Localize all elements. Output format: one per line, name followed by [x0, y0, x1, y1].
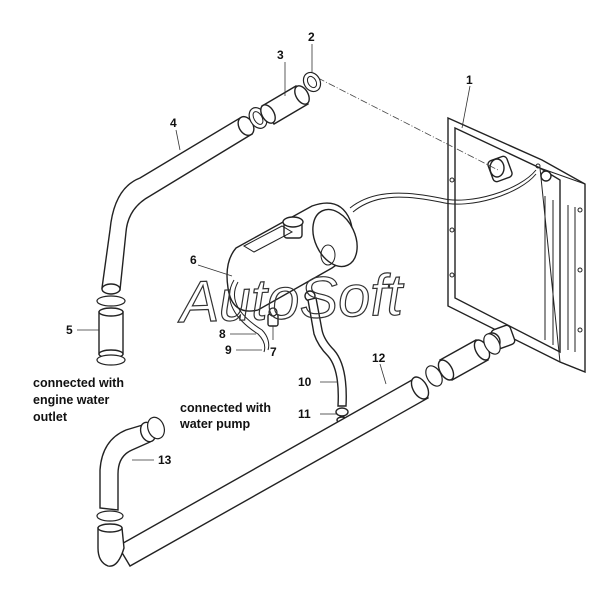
leader-lines: [77, 44, 471, 461]
short-straight-hose: [96, 295, 126, 366]
note-water-pump-line2: water pump: [179, 417, 251, 431]
lower-hose: [117, 376, 430, 567]
short-upper-hose: [260, 85, 310, 125]
part-label-8: 8: [219, 327, 226, 341]
vent-tube: [349, 169, 537, 209]
lower-short-hose: [425, 333, 501, 387]
note-water-pump-line1: connected with: [180, 401, 271, 415]
part-label-10: 10: [298, 375, 312, 389]
expansion-tank: [226, 202, 358, 312]
upper-hose: [101, 115, 255, 295]
part-label-2: 2: [308, 30, 315, 44]
watermark: AutoSoft: [176, 262, 406, 335]
part-label-11: 11: [298, 407, 311, 421]
alignment-line: [317, 77, 499, 171]
part-label-9: 9: [225, 343, 232, 357]
part-label-3: 3: [277, 48, 284, 62]
note-water-pump: connected with water pump: [179, 401, 271, 431]
note-engine-outlet: connected with engine water outlet: [33, 376, 124, 424]
connecting-tube: [307, 297, 347, 407]
part-label-4: 4: [170, 116, 177, 130]
part-label-5: 5: [66, 323, 73, 337]
hose-clamp-top: [302, 71, 322, 93]
part-label-1: 1: [466, 73, 473, 87]
part-label-7: 7: [270, 345, 277, 359]
part-label-6: 6: [190, 253, 197, 267]
part-label-13: 13: [158, 453, 172, 467]
note-engine-outlet-line3: outlet: [33, 410, 68, 424]
part-number-labels: 1 2 3 4 5 6 7 8 9 10 11 12 13: [66, 30, 473, 467]
note-engine-outlet-line2: engine water: [33, 393, 110, 407]
hose-fitting: [267, 307, 279, 327]
elbow-hose: [96, 416, 166, 567]
overflow-tube: [229, 279, 266, 353]
radiator: [447, 116, 586, 374]
note-engine-outlet-line1: connected with: [33, 376, 124, 390]
part-label-12: 12: [372, 351, 386, 365]
